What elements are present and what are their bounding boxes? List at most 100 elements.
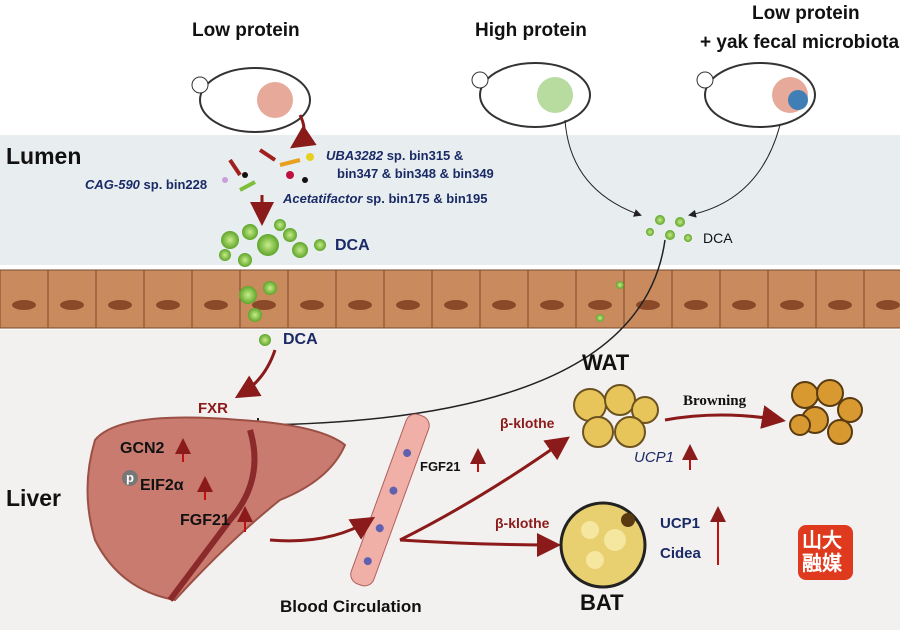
logo-icon (798, 525, 853, 580)
label-yak-2: + yak fecal microbiota (700, 32, 900, 53)
arrow-high-to-dca (564, 119, 642, 217)
mouse-low-protein (191, 67, 311, 133)
cell-nucleus (876, 300, 900, 310)
label-fgf21-liver: FGF21 (180, 512, 230, 529)
epithelial-cell (383, 269, 433, 329)
up-arrows (175, 438, 726, 565)
epithelial-cell (287, 269, 337, 329)
dca-particle (283, 228, 297, 242)
lumen-band (0, 135, 900, 265)
mouse-yak (696, 62, 816, 128)
epithelial-cell (671, 269, 721, 329)
cell-nucleus (156, 300, 180, 310)
dca-particle (219, 249, 231, 261)
dca-particle (239, 286, 257, 304)
arrow-browning (664, 405, 786, 429)
label-bat: BAT (580, 590, 624, 615)
label-blood-circulation: Blood Circulation (280, 597, 422, 616)
dca-particle (248, 308, 262, 322)
epithelial-cell (767, 269, 817, 329)
label-browning: Browning (683, 393, 747, 409)
label-liver: Liver (6, 485, 61, 511)
phospho-badge: p (122, 470, 138, 486)
label-dca-absorbed: DCA (283, 331, 318, 348)
cell-nucleus (636, 300, 660, 310)
arrow-liver-to-blood (269, 516, 376, 543)
cell-nucleus (396, 300, 420, 310)
dca-particle (259, 334, 271, 346)
dca-particle (238, 253, 252, 267)
epithelium (0, 269, 900, 329)
label-fgf21-blood: FGF21 (420, 459, 461, 474)
dca-particle (646, 228, 654, 236)
bat-cell (559, 501, 647, 589)
label-lumen: Lumen (6, 143, 82, 169)
cell-nucleus (60, 300, 84, 310)
dca-particle (684, 234, 692, 242)
cell-nucleus (444, 300, 468, 310)
logo-text: 山大融媒 (802, 530, 842, 575)
bacteria-uba-line2: bin347 & bin348 & bin349 (337, 166, 494, 181)
label-eif2a: EIF2α (140, 477, 184, 494)
label-wat: WAT (582, 350, 630, 375)
dca-particle (596, 314, 604, 322)
liver-organ (86, 416, 347, 602)
label-ucp1-wat: UCP1 (634, 449, 675, 466)
cell-nucleus (540, 300, 564, 310)
dca-particle (665, 230, 675, 240)
epithelial-cell (431, 269, 481, 329)
epithelial-cell (479, 269, 529, 329)
dca-particle (314, 239, 326, 251)
cell-nucleus (588, 300, 612, 310)
cell-nucleus (252, 300, 276, 310)
beige-cells (789, 379, 863, 445)
dca-particle (616, 281, 624, 289)
epithelial-cell (863, 269, 900, 329)
dca-particle (292, 242, 308, 258)
label-dca-lumen: DCA (335, 237, 370, 254)
bacteria-cluster (222, 148, 314, 192)
epithelial-cell (335, 269, 385, 329)
dca-particle (655, 215, 665, 225)
label-klothe-bat: β-klothe (495, 515, 550, 531)
fxr-inhibition-line (259, 239, 666, 426)
label-klothe-wat: β-klothe (500, 415, 555, 431)
label-cidea: Cidea (660, 545, 701, 562)
epithelial-cell (623, 269, 673, 329)
label-ucp1-bat: UCP1 (660, 515, 701, 532)
epithelial-cell (191, 269, 241, 329)
epithelial-cell (527, 269, 577, 329)
bacteria-acetatifactor: Acetatifactor sp. bin175 & bin195 (283, 191, 488, 206)
cell-nucleus (348, 300, 372, 310)
arrow-blood-to-bat (399, 532, 561, 557)
arrow-yak-to-dca (688, 124, 781, 218)
cell-nucleus (492, 300, 516, 310)
label-fxr: FXR (198, 400, 228, 417)
label-high-protein: High protein (475, 20, 587, 41)
epithelial-cell (95, 269, 145, 329)
cell-nucleus (108, 300, 132, 310)
cell-nucleus (12, 300, 36, 310)
dca-particle (274, 219, 286, 231)
arrow-mouse-to-bacteria (290, 114, 317, 149)
cell-nucleus (780, 300, 804, 310)
epithelial-cell (719, 269, 769, 329)
dca-particle (263, 281, 277, 295)
dca-particle (242, 224, 258, 240)
epithelial-cell (143, 269, 193, 329)
dca-particle (257, 234, 279, 256)
epithelial-cell (815, 269, 865, 329)
wat-cells (573, 384, 659, 448)
cell-nucleus (828, 300, 852, 310)
dca-particle (675, 217, 685, 227)
arrow-dca-to-liver (234, 349, 277, 399)
label-low-protein: Low protein (192, 20, 300, 41)
bacteria-cag: CAG-590 sp. bin228 (85, 177, 208, 192)
cell-nucleus (300, 300, 324, 310)
arrow-blood-to-wat (399, 436, 570, 542)
cell-nucleus (732, 300, 756, 310)
label-dca-right: DCA (703, 230, 733, 246)
epithelial-cell (47, 269, 97, 329)
